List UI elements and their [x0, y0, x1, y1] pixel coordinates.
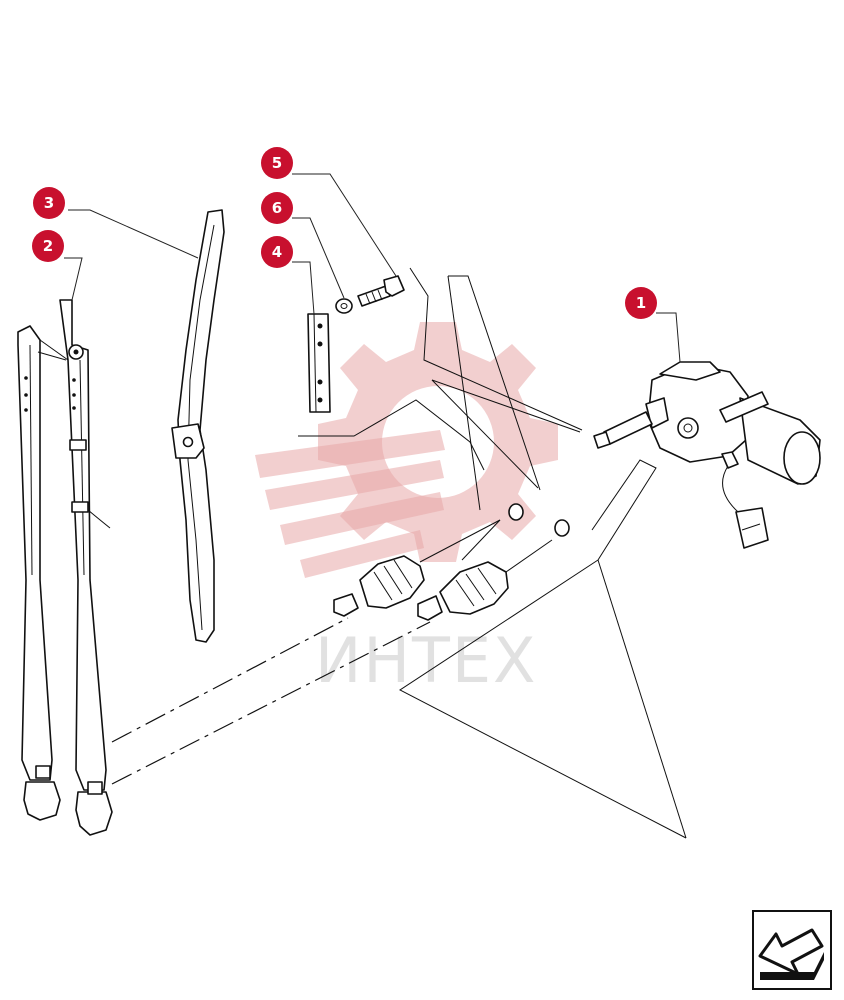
- alignment-line-1: [111, 617, 349, 743]
- washer: [335, 298, 353, 314]
- callout-3-label: 3: [44, 194, 54, 212]
- panel-outline: [298, 267, 687, 839]
- leader-6: [292, 217, 345, 299]
- wiper-blade: [171, 209, 225, 643]
- spindle-assembly-left: [333, 519, 501, 617]
- wiper-arm-right: [37, 299, 113, 836]
- callout-4[interactable]: 4: [261, 236, 293, 268]
- leader-4: [292, 261, 315, 315]
- callout-6-label: 6: [272, 199, 282, 217]
- callout-2-label: 2: [43, 237, 53, 255]
- callout-1-label: 1: [636, 294, 646, 312]
- callout-5-label: 5: [272, 154, 282, 172]
- panel-hole-1: [508, 503, 524, 521]
- wiper-motor: [593, 361, 821, 549]
- callout-5[interactable]: 5: [261, 147, 293, 179]
- callout-1[interactable]: 1: [625, 287, 657, 319]
- watermark-logo: [255, 322, 558, 578]
- mounting-plate: [307, 313, 331, 413]
- arrow-back-icon: [758, 928, 824, 980]
- callout-2[interactable]: 2: [32, 230, 64, 262]
- watermark-text: ИНТЕХ: [315, 624, 538, 697]
- back-button[interactable]: [752, 910, 832, 990]
- leader-5: [292, 173, 397, 277]
- callout-6[interactable]: 6: [261, 192, 293, 224]
- leader-2: [64, 257, 83, 301]
- leader-3: [68, 209, 199, 259]
- spindle-assembly-right: [417, 539, 553, 621]
- wiper-arm-left: [17, 325, 61, 821]
- callout-3[interactable]: 3: [33, 187, 65, 219]
- bolt: [357, 275, 405, 307]
- alignment-line-2: [111, 621, 431, 785]
- callout-4-label: 4: [272, 243, 282, 261]
- panel-hole-2: [554, 519, 570, 537]
- leader-1: [656, 312, 681, 363]
